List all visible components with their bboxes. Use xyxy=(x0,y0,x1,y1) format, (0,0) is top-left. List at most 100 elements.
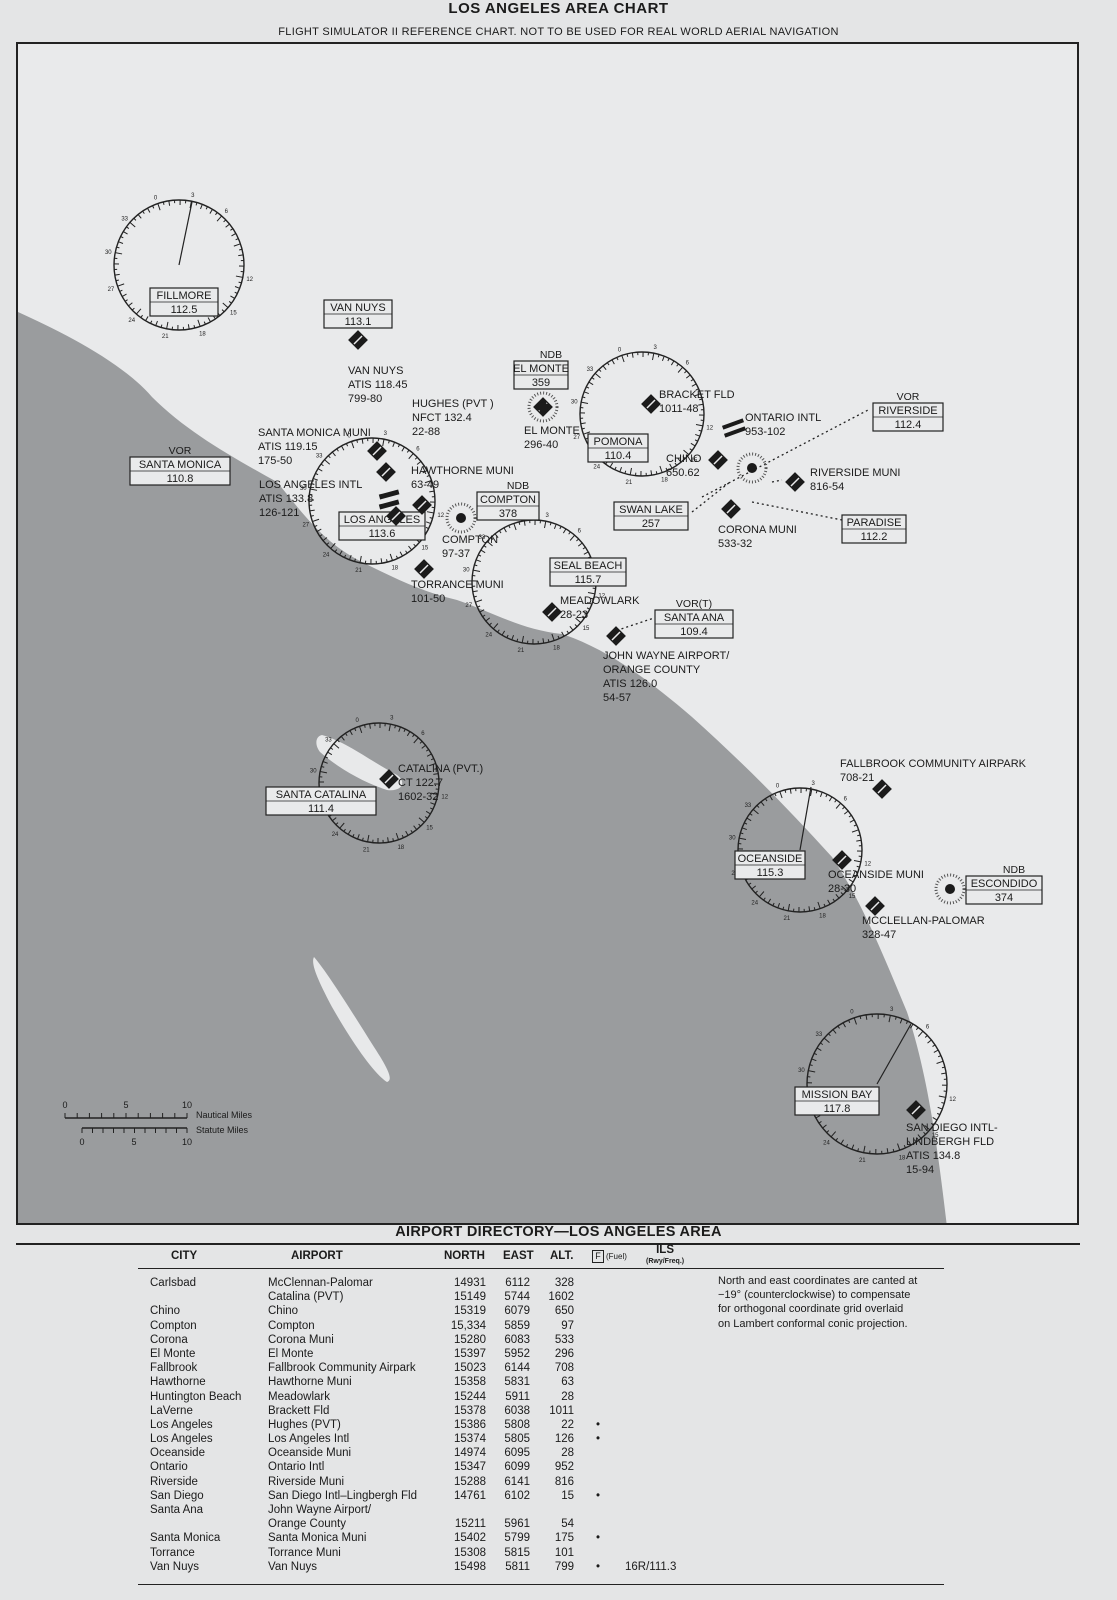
compass-tick xyxy=(899,1018,903,1024)
compass-tick xyxy=(238,281,242,284)
table-cell-ils xyxy=(625,1319,695,1333)
compass-tick xyxy=(388,724,391,732)
compass-tick xyxy=(903,1145,906,1149)
airport-label-line: SANTA MONICA MUNI xyxy=(258,427,371,439)
compass-tick xyxy=(231,233,237,237)
compass-tick xyxy=(429,517,433,519)
compass-tick xyxy=(851,1144,855,1150)
compass-tick xyxy=(852,875,856,878)
table-cell-east: 5859 xyxy=(504,1319,530,1332)
compass-tick xyxy=(363,724,366,728)
compass-tick xyxy=(823,1037,830,1044)
compass-tick xyxy=(835,893,840,899)
table-cell-east: 6102 xyxy=(504,1489,530,1502)
table-cell-north: 15402 xyxy=(454,1532,486,1545)
compass-tick xyxy=(425,810,431,815)
compass-tick-label: 18 xyxy=(819,914,826,920)
compass-tick xyxy=(389,553,393,561)
compass-tick xyxy=(398,726,401,732)
ndb-ring-icon xyxy=(445,502,477,534)
ils-column: 16R/111.3 xyxy=(625,1276,695,1574)
compass-tick xyxy=(684,370,687,374)
ndb-ring-icon xyxy=(934,873,966,905)
station-name: SANTA MONICA xyxy=(139,459,222,471)
compass-tick xyxy=(840,892,844,895)
compass-tick xyxy=(351,441,355,449)
airport-label-line: 101-50 xyxy=(411,593,445,605)
station-frequency: 257 xyxy=(642,518,660,530)
station-frequency: 117.8 xyxy=(824,1103,851,1115)
table-cell-north: 15397 xyxy=(454,1347,486,1360)
compass-tick xyxy=(230,228,234,231)
header-ils-label: ILS xyxy=(656,1244,674,1256)
table-cell-airport: Chino xyxy=(268,1305,299,1318)
airport-label-line: ATIS 118.45 xyxy=(348,379,408,391)
station-name: VAN NUYS xyxy=(330,302,385,314)
compass-tick-label: 3 xyxy=(545,513,549,519)
table-cell-city: Santa Monica xyxy=(150,1532,221,1545)
table-cell-north: 15280 xyxy=(454,1333,486,1346)
compass-tick xyxy=(689,448,693,451)
compass-tick xyxy=(150,320,153,324)
airport-label-line: 126-121 xyxy=(259,507,299,519)
compass-tick xyxy=(669,463,673,469)
table-cell-alt: 952 xyxy=(554,1461,574,1474)
station-type-tag: NDB xyxy=(507,480,529,492)
table-cell-fuel xyxy=(596,1475,608,1489)
airport-symbol-icon xyxy=(542,602,562,622)
compass-tick xyxy=(408,545,413,551)
compass-tick xyxy=(343,554,347,558)
airport-symbol-icon xyxy=(785,472,805,492)
compass-tick xyxy=(413,825,418,830)
chart-title: LOS ANGELES AREA CHART xyxy=(448,0,669,17)
compass-tick xyxy=(789,788,792,794)
table-cell-alt: 1602 xyxy=(548,1291,574,1304)
table-cell-north: 15358 xyxy=(454,1376,486,1389)
table-cell-city xyxy=(150,1517,260,1531)
compass-tick xyxy=(586,607,590,610)
compass-tick xyxy=(320,771,328,774)
compass-tick xyxy=(348,554,352,560)
note-line: for orthogonal coordinate grid overlaid xyxy=(718,1303,904,1316)
compass-tick xyxy=(145,316,149,321)
compass-tick xyxy=(606,362,610,366)
note-line: −19° (counterclockwise) to compensate xyxy=(718,1289,911,1302)
station-frequency: 112.2 xyxy=(861,531,888,543)
compass-tick xyxy=(223,219,227,223)
station-frequency: 378 xyxy=(499,508,517,520)
compass-tick xyxy=(401,834,404,839)
compass-tick xyxy=(591,377,595,380)
compass-tick-label: 12 xyxy=(246,277,253,283)
compass-tick-label: 33 xyxy=(479,535,486,541)
compass-tick xyxy=(513,523,517,531)
table-cell-fuel: • xyxy=(596,1433,601,1446)
station-name: FILLMORE xyxy=(156,290,211,302)
table-cell-city: Carlsbad xyxy=(150,1277,197,1289)
compass-tick xyxy=(652,353,655,361)
compass-tick xyxy=(315,472,319,476)
airport-label-line: FALLBROOK COMMUNITY AIRPARK xyxy=(840,758,1027,770)
compass-tick xyxy=(120,236,124,239)
station-frequency: 115.7 xyxy=(575,574,602,586)
table-cell-ils xyxy=(625,1517,695,1531)
station-name: POMONA xyxy=(594,436,644,448)
compass-tick xyxy=(426,511,434,514)
table-cell-ils xyxy=(625,1361,695,1375)
compass-tick xyxy=(235,275,243,278)
table-cell-airport: Oceanside Muni xyxy=(268,1447,352,1460)
compass-tick xyxy=(624,470,627,474)
airport-label-line: 22-88 xyxy=(412,426,440,438)
compass-tick xyxy=(930,1122,934,1126)
table-cell-airport: Compton xyxy=(268,1319,315,1332)
table-cell-north: 15244 xyxy=(454,1390,486,1403)
compass-tick xyxy=(123,231,128,235)
compass-tick xyxy=(406,449,410,453)
compass-tick xyxy=(497,629,500,633)
